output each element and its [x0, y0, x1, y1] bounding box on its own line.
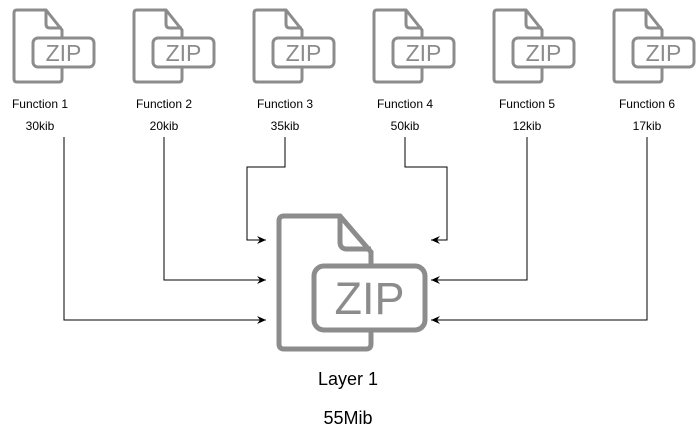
zip-file-icon: ZIP	[612, 8, 696, 84]
zip-file-icon: ZIP	[132, 8, 216, 84]
svg-text:ZIP: ZIP	[646, 40, 682, 66]
function-name: Function 2	[135, 97, 193, 111]
zip-file-icon: ZIP	[492, 8, 576, 84]
layer-name: Layer 1	[317, 369, 379, 389]
function-size: 50kib	[390, 119, 420, 133]
svg-text:ZIP: ZIP	[46, 40, 82, 66]
function-name: Function 3	[256, 97, 314, 111]
zip-file-icon: ZIP	[12, 8, 96, 84]
connector-function-3	[246, 137, 286, 244]
connector-function-6	[431, 137, 648, 324]
function-size: 35kib	[270, 119, 300, 133]
connector-function-2	[163, 137, 266, 284]
layer-size: 55Mib	[323, 408, 373, 428]
svg-text:ZIP: ZIP	[166, 40, 202, 66]
function-size: 30kib	[25, 119, 55, 133]
function-size: 17kib	[632, 119, 662, 133]
svg-text:ZIP: ZIP	[526, 40, 562, 66]
function-name: Function 1	[11, 97, 69, 111]
function-name: Function 5	[498, 97, 556, 111]
svg-text:ZIP: ZIP	[286, 40, 322, 66]
connector-function-4	[404, 137, 448, 244]
connector-function-5	[431, 137, 528, 284]
svg-text:ZIP: ZIP	[406, 40, 442, 66]
zip-file-icon: ZIP	[252, 8, 336, 84]
svg-text:ZIP: ZIP	[334, 273, 404, 324]
zip-file-icon: ZIP	[372, 8, 456, 84]
function-size: 12kib	[512, 119, 542, 133]
connector-function-1	[63, 137, 266, 324]
function-name: Function 4	[376, 97, 434, 111]
function-name: Function 6	[618, 97, 676, 111]
function-size: 20kib	[149, 119, 179, 133]
